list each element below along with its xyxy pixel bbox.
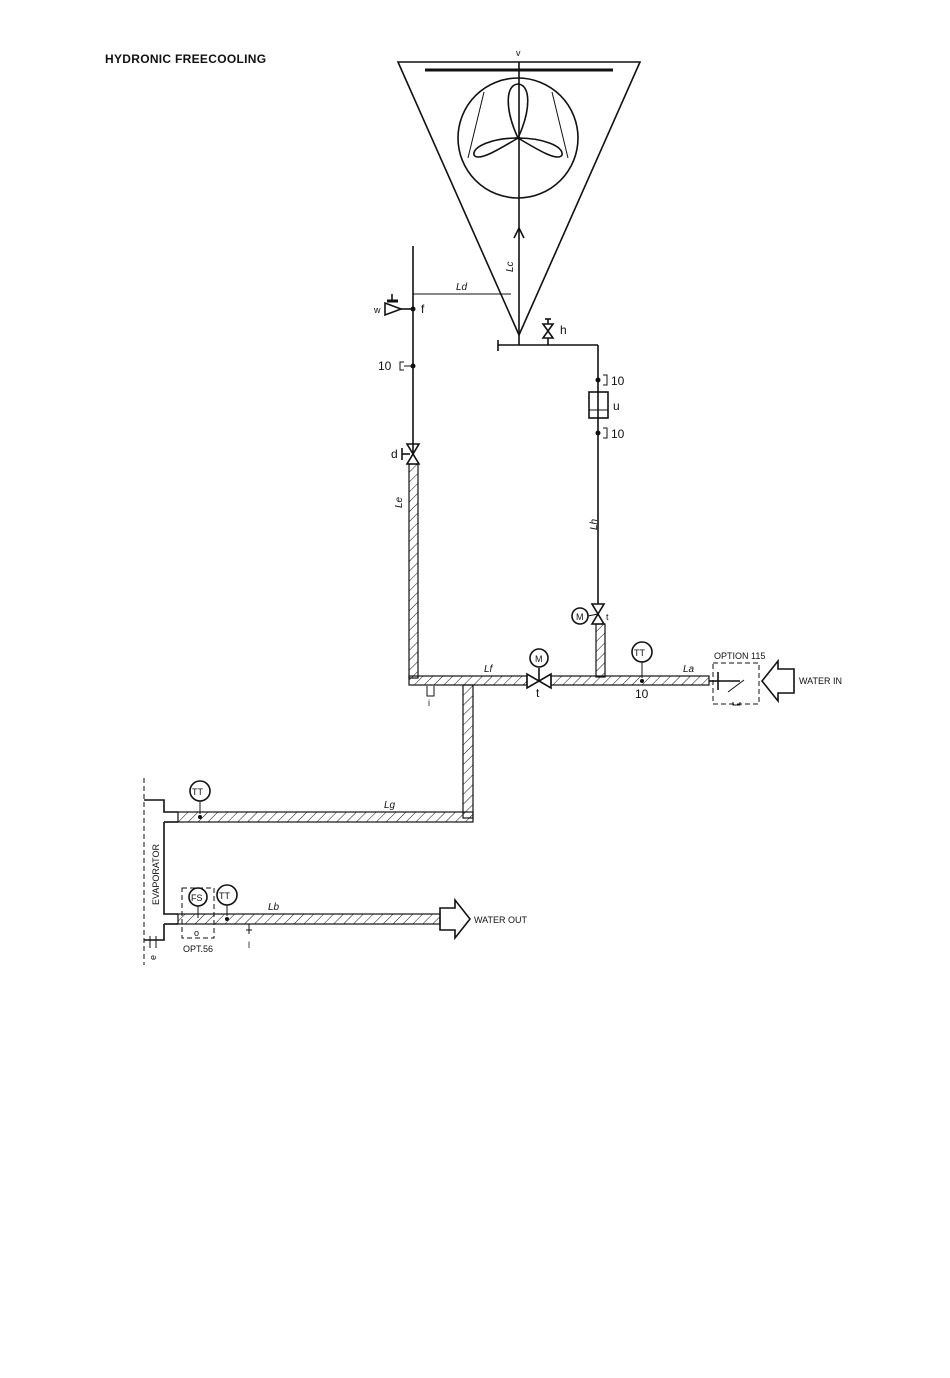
pipe-label-le: Le	[394, 496, 405, 508]
label-10-left: 10	[378, 359, 392, 373]
pipe-lg	[178, 812, 473, 822]
label-water-out: WATER OUT	[474, 915, 527, 925]
left-riser: Ld f w 10 d	[373, 246, 511, 678]
pipe-la	[551, 676, 709, 685]
outlet-line: Lb FS o OPT.56 TT l WATER OUT	[178, 885, 527, 954]
dry-cooler: v Lc	[398, 48, 640, 345]
svg-text:M: M	[535, 654, 543, 664]
label-evaporator: EVAPORATOR	[151, 843, 161, 905]
fan-icon	[458, 78, 578, 198]
main-line: Lf i M t La TT 10	[409, 642, 842, 708]
svg-text:M: M	[576, 612, 584, 622]
label-e: e	[148, 955, 158, 960]
pipe-lb	[178, 914, 440, 924]
evaporator: EVAPORATOR e	[144, 778, 178, 965]
pipe-label-lb: Lb	[268, 902, 280, 913]
valve-h-icon	[543, 319, 553, 345]
pipe-vertical-down	[463, 685, 473, 818]
label-t: t	[536, 686, 540, 700]
label-10-main: 10	[635, 687, 649, 701]
label-t-right: t	[606, 612, 609, 622]
label-10-upper: 10	[611, 374, 625, 388]
label-l: l	[248, 940, 250, 950]
pipe-label-lh: Lh	[589, 518, 600, 530]
label-v: v	[516, 48, 521, 58]
label-10-lower: 10	[611, 427, 625, 441]
label-u: u	[613, 399, 620, 413]
motor-valve-t-icon: M	[527, 649, 551, 688]
svg-text:TT: TT	[192, 787, 203, 797]
label-option-115: OPTION 115	[714, 651, 765, 661]
pipe-label-ld: Ld	[456, 282, 468, 293]
vent-valve-icon	[385, 294, 413, 315]
option-115-box	[713, 663, 759, 704]
label-o: o	[194, 928, 199, 938]
temp-transmitter-outlet-icon: TT	[217, 885, 237, 916]
label-h: h	[560, 323, 567, 337]
temp-transmitter-return-icon: TT	[190, 781, 210, 814]
temp-transmitter-inlet-icon: TT	[632, 642, 652, 678]
water-out-arrow-icon	[440, 900, 470, 938]
water-in-arrow-icon	[762, 661, 794, 701]
label-water-in: WATER IN	[799, 676, 842, 686]
right-branch: h 10 u 10 Lh M t	[498, 319, 625, 677]
pipe-label-lf: Lf	[484, 664, 494, 675]
node-10-left	[411, 364, 416, 369]
pipe-lf	[409, 676, 527, 685]
pipe-le	[409, 464, 418, 678]
svg-text:TT: TT	[634, 648, 645, 658]
label-w: w	[373, 305, 381, 315]
motor-valve-right-icon: M	[572, 604, 604, 624]
label-opt-56: OPT.56	[183, 944, 213, 954]
svg-text:FS: FS	[191, 893, 203, 903]
label-f: f	[421, 302, 425, 316]
label-i-upper: i	[428, 698, 430, 708]
pipe-label-lc: Lc	[505, 261, 516, 272]
pipe-label-lg: Lg	[384, 800, 396, 811]
svg-text:TT: TT	[219, 891, 230, 901]
valve-d-icon	[402, 444, 419, 464]
pipe-label-la: La	[683, 664, 695, 675]
label-d: d	[391, 447, 398, 461]
